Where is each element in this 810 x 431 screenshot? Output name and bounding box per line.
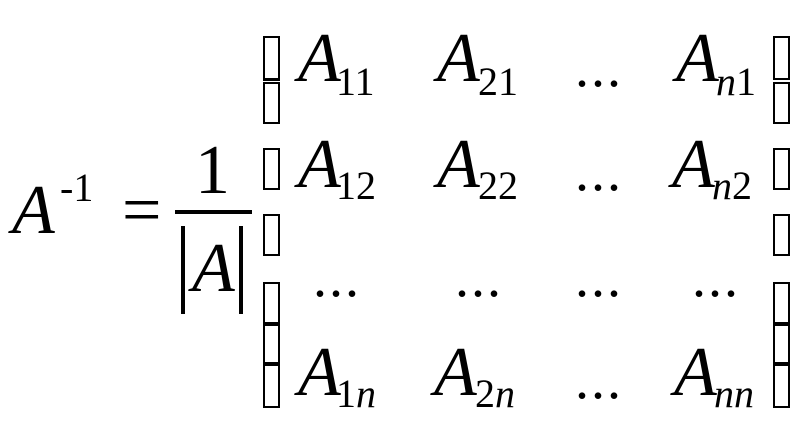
- abs-bar-right: [239, 226, 243, 314]
- matrix-entry-base: A: [437, 20, 480, 97]
- matrix-dots: ...: [575, 349, 623, 411]
- matrix-dots: ...: [575, 247, 623, 309]
- left-bracket-piece: [263, 148, 280, 190]
- right-bracket-piece: [773, 364, 790, 408]
- right-bracket-piece: [773, 322, 790, 325]
- left-bracket-piece: [263, 322, 280, 325]
- matrix-entry-base: A: [672, 126, 715, 203]
- matrix-entry-sub: 2n: [475, 371, 515, 416]
- left-bracket-piece: [263, 324, 280, 364]
- left-bracket-piece: [263, 364, 280, 408]
- matrix-entry-base: A: [298, 126, 341, 203]
- matrix-entry-sub: n1: [716, 59, 756, 104]
- matrix-dots: ...: [692, 247, 740, 309]
- fraction-denominator: A: [192, 230, 235, 307]
- left-bracket-piece: [263, 36, 280, 80]
- equals-sign: =: [122, 172, 162, 249]
- matrix-entry-sub: 21: [478, 59, 518, 104]
- matrix-entry-base: A: [676, 20, 719, 97]
- right-bracket-piece: [773, 282, 790, 324]
- matrix-entry-sub: 1n: [336, 371, 376, 416]
- left-bracket-piece: [263, 214, 280, 256]
- matrix-dots: ...: [575, 37, 623, 99]
- matrix-entry-sub: n2: [712, 163, 752, 208]
- matrix-dots: ...: [455, 247, 503, 309]
- matrix-entry-base: A: [298, 20, 341, 97]
- matrix-entry-sub: 12: [336, 163, 376, 208]
- left-bracket-piece: [263, 82, 280, 124]
- right-bracket-piece: [773, 36, 790, 80]
- fraction-bar: [175, 210, 252, 214]
- matrix-entry-base: A: [674, 334, 717, 411]
- right-bracket-piece: [773, 148, 790, 190]
- matrix-dots: ...: [313, 247, 361, 309]
- lhs-base: A: [12, 172, 55, 249]
- lhs-exponent: -1: [60, 165, 94, 210]
- matrix-entry-sub: nn: [714, 371, 754, 416]
- left-bracket-piece: [263, 78, 280, 81]
- abs-bar-left: [181, 226, 185, 314]
- left-bracket-piece: [263, 282, 280, 324]
- right-bracket-piece: [773, 324, 790, 364]
- matrix-entry-sub: 11: [336, 59, 375, 104]
- matrix-entry-base: A: [298, 334, 341, 411]
- fraction-numerator: 1: [195, 132, 230, 209]
- matrix-entry-base: A: [437, 126, 480, 203]
- matrix-dots: ...: [575, 141, 623, 203]
- right-bracket-piece: [773, 214, 790, 256]
- right-bracket-piece: [773, 82, 790, 124]
- matrix-entry-sub: 22: [478, 163, 518, 208]
- matrix-entry-base: A: [434, 334, 477, 411]
